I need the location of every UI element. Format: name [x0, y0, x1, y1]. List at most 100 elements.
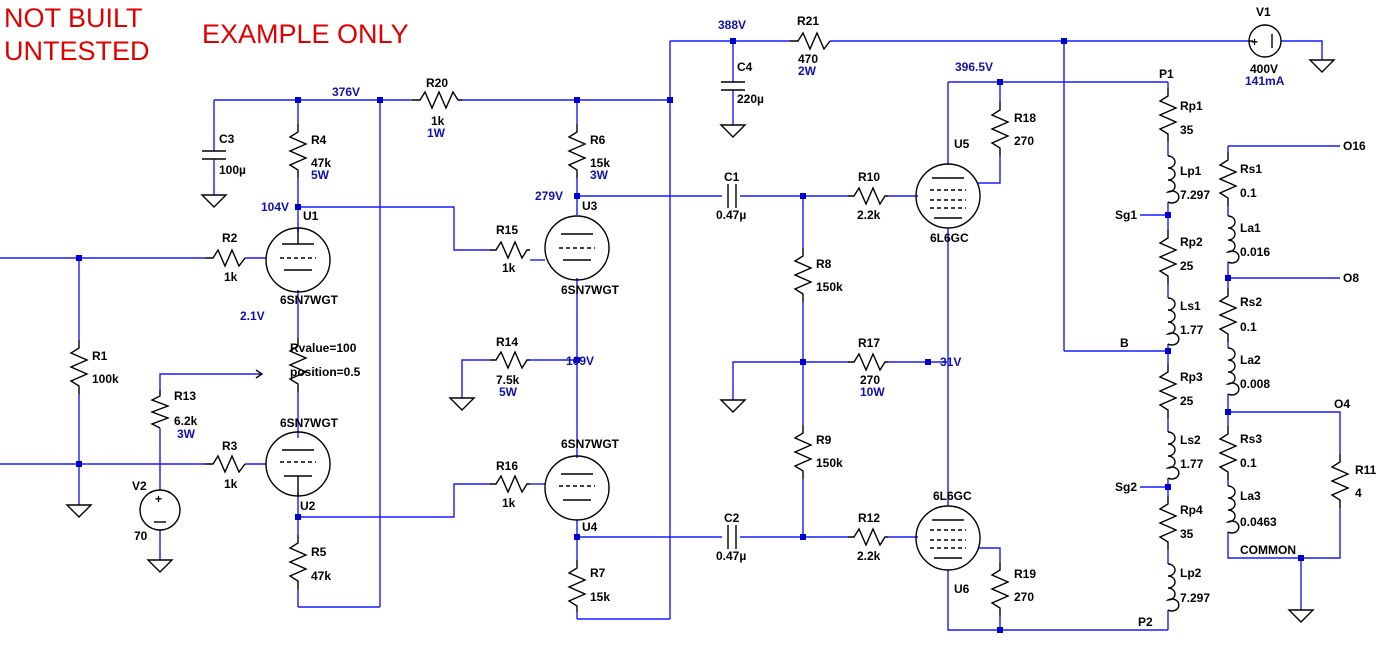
- node-o16: O16: [1343, 139, 1366, 153]
- lp1-value: 7.297: [1180, 188, 1210, 202]
- resistor-r9: [793, 425, 813, 479]
- v2-value: 70: [134, 529, 148, 543]
- resistor-r21: [790, 31, 831, 51]
- rs2-value: 0.1: [1240, 320, 1257, 334]
- r10-value: 2.2k: [857, 208, 881, 222]
- inductor-ls1: [1165, 297, 1180, 346]
- r16-name: R16: [496, 459, 518, 473]
- r5-name: R5: [311, 545, 327, 559]
- r14-power: 5W: [499, 385, 518, 399]
- node-common: COMMON: [1240, 543, 1296, 557]
- u1-type: 6SN7WGT: [280, 293, 339, 307]
- not-built-note: NOT BUILT: [4, 3, 143, 33]
- capacitor-c3: [202, 150, 226, 160]
- u3-name: U3: [582, 199, 598, 213]
- voltage-31: 31V: [940, 355, 961, 369]
- r21-power: 2W: [798, 64, 817, 78]
- r9-name: R9: [816, 433, 832, 447]
- c3-value: 100µ: [219, 163, 246, 177]
- grounds: [65, 59, 1336, 623]
- node-voltages: 388V 376V 396.5V 104V 279V 2.1V 109V 31V: [240, 18, 993, 369]
- r1-value: 100k: [92, 372, 119, 386]
- pot-position: position=0.5: [290, 365, 361, 379]
- r2-value: 1k: [224, 270, 238, 284]
- tube-u4: [544, 455, 610, 521]
- inductor-la1: [1225, 215, 1240, 264]
- resistor-r12: [848, 527, 888, 547]
- c4-name: C4: [737, 60, 753, 74]
- resistor-r3: [205, 454, 246, 474]
- u6-type: 6L6GC: [933, 489, 972, 503]
- tube-u2: [265, 431, 331, 497]
- resistor-r7: [567, 560, 587, 612]
- resistor-r8: [793, 248, 813, 302]
- node-p2: P2: [1138, 615, 1153, 629]
- u1-name: U1: [303, 209, 319, 223]
- r19-name: R19: [1014, 567, 1036, 581]
- rp4-value: 35: [1180, 527, 1194, 541]
- rp3-value: 25: [1180, 394, 1194, 408]
- voltage-source-v1: +: [1248, 24, 1282, 58]
- resistor-r20: [412, 90, 462, 110]
- r15-name: R15: [496, 223, 518, 237]
- r9-value: 150k: [816, 456, 843, 470]
- ground-icon: [146, 559, 174, 573]
- resistor-r19: [990, 562, 1010, 616]
- lp2-name: Lp2: [1180, 566, 1202, 580]
- tube-u5: [915, 163, 981, 229]
- node-p1: P1: [1159, 67, 1174, 81]
- wires: [0, 40, 1341, 631]
- tube-u1: [265, 227, 331, 293]
- v1-current: 141mA: [1245, 74, 1285, 88]
- resistor-r18: [990, 102, 1010, 156]
- node-sg2: Sg2: [1115, 480, 1137, 494]
- pot-rvalue: Rvalue=100: [290, 341, 357, 355]
- svg-text:+: +: [155, 492, 162, 506]
- v1-name: V1: [1256, 5, 1271, 19]
- c2-value: 0.47µ: [716, 549, 746, 563]
- node-o8: O8: [1343, 271, 1359, 285]
- untested-note: UNTESTED: [4, 36, 150, 66]
- pot-wiper-arrow: [255, 369, 264, 379]
- ground-icon: [1287, 609, 1315, 623]
- rs3-name: Rs3: [1240, 432, 1262, 446]
- node-sg1: Sg1: [1115, 208, 1137, 222]
- capacitor-c2: [727, 525, 737, 549]
- tube-u6: [915, 505, 981, 571]
- resistor-r2: [205, 248, 246, 268]
- c1-value: 0.47µ: [716, 208, 746, 222]
- lp2-value: 7.297: [1180, 591, 1210, 605]
- inductor-la2: [1225, 347, 1240, 396]
- resistor-r10: [848, 186, 888, 206]
- resistor-rp4: [1158, 496, 1178, 550]
- u2-name: U2: [300, 499, 316, 513]
- resistor-r13: [150, 390, 170, 429]
- lp1-name: Lp1: [1180, 164, 1202, 178]
- r6-power: 3W: [590, 168, 609, 182]
- r5-value: 47k: [311, 569, 331, 583]
- r4-value: 47k: [311, 156, 331, 170]
- r14-name: R14: [496, 335, 518, 349]
- r21-value: 470: [798, 52, 818, 66]
- r1-name: R1: [92, 349, 108, 363]
- node-b: B: [1120, 336, 1129, 350]
- tube-u3: [544, 215, 610, 281]
- c1-name: C1: [724, 170, 740, 184]
- r6-value: 15k: [590, 156, 610, 170]
- r20-power: 1W: [427, 126, 446, 140]
- rs1-name: Rs1: [1240, 162, 1262, 176]
- r12-value: 2.2k: [857, 549, 881, 563]
- r4-name: R4: [311, 133, 327, 147]
- r8-name: R8: [816, 257, 832, 271]
- c2-name: C2: [724, 511, 740, 525]
- r7-name: R7: [590, 566, 606, 580]
- r18-name: R18: [1014, 111, 1036, 125]
- u5-name: U5: [954, 137, 970, 151]
- resistor-rs3: [1218, 426, 1238, 480]
- r19-value: 270: [1014, 590, 1034, 604]
- r7-value: 15k: [590, 590, 610, 604]
- c3-name: C3: [219, 132, 235, 146]
- resistor-r14: [490, 350, 530, 370]
- inductor-ls2: [1165, 431, 1180, 480]
- junction-dots: [76, 38, 1304, 633]
